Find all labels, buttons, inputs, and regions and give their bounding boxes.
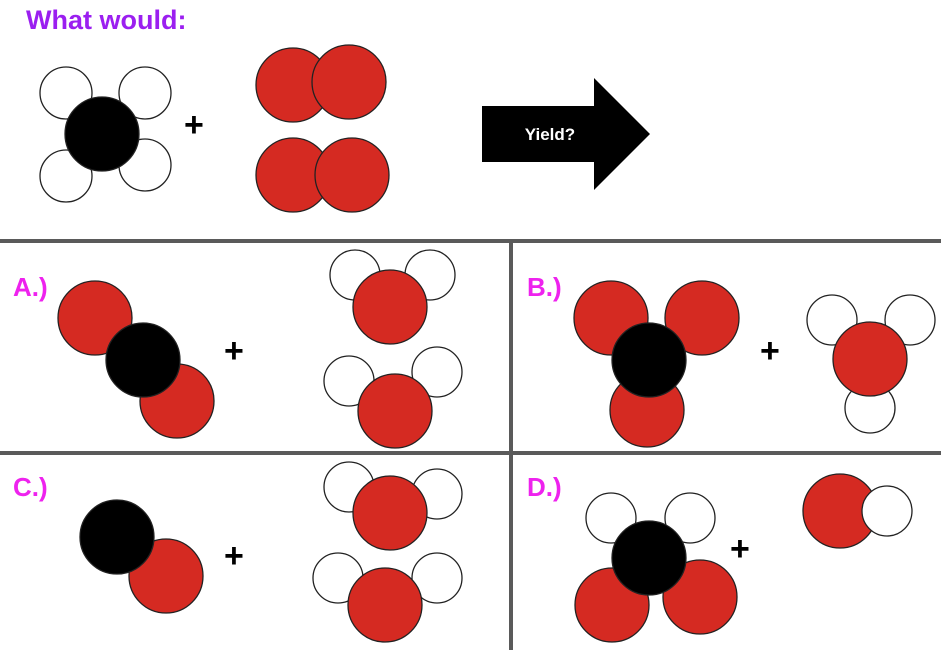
choice-d[interactable]: D.) + [527, 472, 913, 643]
water-molecule [312, 552, 463, 643]
horizontal-divider [0, 239, 941, 243]
oxygen-atom [352, 269, 428, 345]
oxygen-atom [662, 559, 738, 635]
hydrogen-atom [411, 552, 463, 604]
plus-sign: + [184, 106, 204, 144]
hydrogen-atom [861, 485, 913, 537]
plus-sign: + [730, 530, 750, 568]
water-molecule [323, 461, 463, 551]
choice-label: D.) [527, 472, 562, 502]
carbon-dioxide-molecule [57, 280, 215, 439]
arrow-shape [482, 78, 650, 190]
water-molecule [329, 249, 456, 345]
carbon-trioxide-molecule [573, 280, 740, 448]
plus-sign: + [760, 332, 780, 370]
oxygen-atom [832, 321, 908, 397]
hydrogen-atom [118, 66, 172, 120]
oxygen-atom [664, 280, 740, 356]
carbon-monoxide-molecule [79, 499, 204, 614]
choice-label: B.) [527, 272, 562, 302]
oxygen-atom [352, 475, 428, 551]
carbon-atom [79, 499, 155, 575]
arrow-label: Yield? [525, 125, 575, 144]
hydrogen-atom [664, 492, 716, 544]
hydroxide-molecule [802, 473, 913, 549]
choice-label: C.) [13, 472, 48, 502]
carbon-atom [611, 322, 687, 398]
oxygen-atom [57, 280, 133, 356]
choice-label: A.) [13, 272, 48, 302]
oxygen-atom [357, 373, 433, 449]
question-title: What would: [26, 5, 186, 35]
oxygen-atom [347, 567, 423, 643]
hydrogen-atom [884, 294, 936, 346]
hydrogen-atom [411, 346, 463, 398]
oxygen-atom [314, 137, 390, 213]
choice-b[interactable]: B.) + [527, 272, 936, 448]
formic-molecule [574, 492, 738, 643]
hydronium-molecule [806, 294, 936, 434]
plus-sign: + [224, 332, 244, 370]
oxygen-atom [311, 44, 387, 120]
plus-sign: + [224, 537, 244, 575]
yield-arrow: Yield? [482, 78, 650, 190]
oxygen-molecule [255, 44, 387, 123]
answer-grid-lines [0, 239, 941, 650]
carbon-atom [105, 322, 181, 398]
methane-molecule [39, 66, 172, 203]
choice-a[interactable]: A.) + [13, 249, 463, 449]
carbon-atom [611, 520, 687, 596]
water-molecule [323, 346, 463, 449]
horizontal-divider [0, 451, 941, 455]
oxygen-molecule [255, 137, 390, 213]
vertical-divider [509, 241, 513, 650]
carbon-atom [64, 96, 140, 172]
choice-c[interactable]: C.) + [13, 461, 463, 643]
